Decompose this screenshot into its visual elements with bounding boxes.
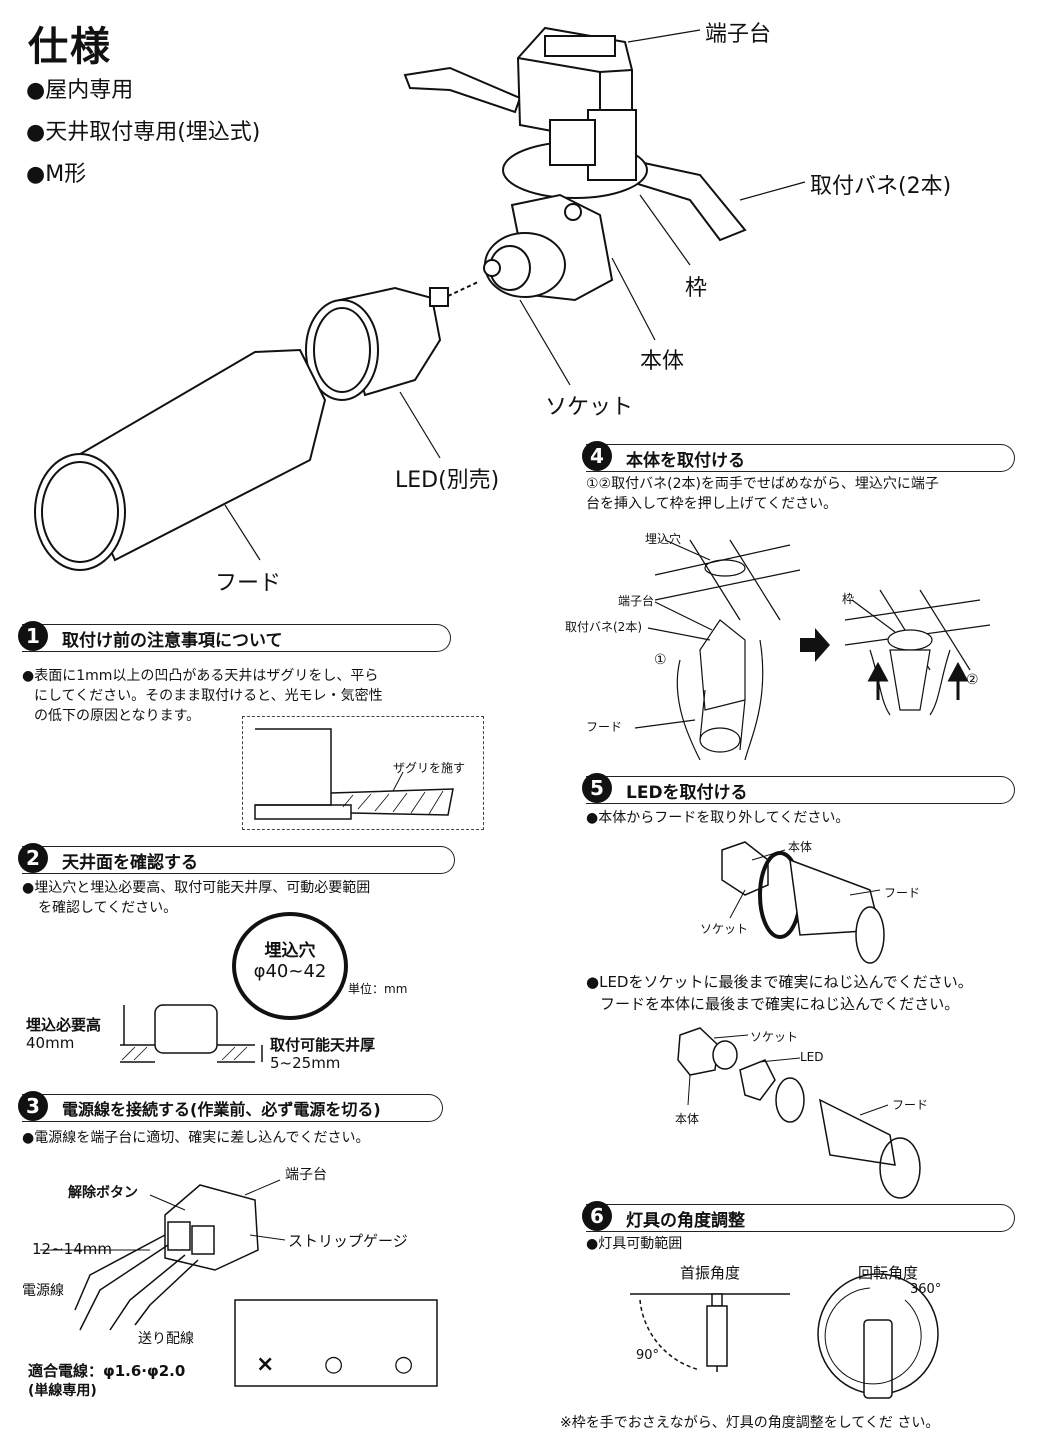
section-number: 5 bbox=[582, 773, 612, 803]
label-socket: ソケット bbox=[545, 395, 634, 420]
s5-text-2: ●LEDをソケットに最後まで確実にねじ込んでください。 bbox=[586, 973, 973, 991]
s5-socket-label-2: ソケット bbox=[750, 1030, 799, 1044]
section-3-header: 3 電源線を接続する(作業前、必ず電源を切る) bbox=[18, 1091, 443, 1122]
power-wire-label: 電源線 bbox=[22, 1283, 64, 1299]
label-led: LED(別売) bbox=[395, 468, 500, 493]
zaguri-label: ザグリを施す bbox=[393, 761, 466, 775]
section-number: 4 bbox=[582, 441, 612, 471]
thickness-value: 5~25mm bbox=[270, 1054, 341, 1072]
exploded-view-drawing bbox=[34, 26, 806, 571]
label-terminal: 端子台 bbox=[705, 22, 772, 47]
thickness-label: 取付可能天井厚 bbox=[270, 1036, 376, 1054]
s4-terminal-label: 端子台 bbox=[618, 594, 655, 608]
section-title: 本体を取付ける bbox=[626, 451, 745, 471]
label-body: 本体 bbox=[640, 349, 685, 374]
section-number: 3 bbox=[18, 1091, 48, 1121]
label-frame: 枠 bbox=[685, 276, 708, 301]
spec-item-type: ●M形 bbox=[26, 162, 87, 187]
s4-frame-label: 枠 bbox=[842, 592, 855, 606]
s6-text-1: ●灯具可動範囲 bbox=[586, 1236, 683, 1252]
section-title: 電源線を接続する(作業前、必ず電源を切る) bbox=[62, 1100, 381, 1119]
hole-size: φ40~42 bbox=[253, 961, 327, 982]
hole-label: 埋込穴 bbox=[264, 941, 316, 961]
s1-text-3: の低下の原因となります。 bbox=[34, 708, 201, 724]
s4-hood-label: フード bbox=[586, 720, 623, 734]
s5-hood-label-2: フード bbox=[892, 1098, 929, 1112]
s5-led-label: LED bbox=[800, 1050, 824, 1064]
feed-wire-label: 送り配線 bbox=[138, 1331, 194, 1347]
rotate-360-label: 360° bbox=[910, 1282, 942, 1297]
wire-spec: 適合電線：φ1.6·φ2.0 bbox=[28, 1362, 186, 1380]
terminal-label: 端子台 bbox=[285, 1167, 327, 1183]
tilt-angle-label: 首振角度 bbox=[680, 1264, 741, 1282]
s1-text-2: にしてください。そのまま取付けると、光モレ・気密性 bbox=[34, 688, 383, 704]
height-value: 40mm bbox=[26, 1034, 75, 1052]
mark-ok-1: ○ bbox=[324, 1352, 344, 1377]
wire-spec-note: (単線専用) bbox=[28, 1383, 97, 1399]
zaguri-figure-frame: ザグリを施す bbox=[242, 716, 484, 830]
zaguri-drawing bbox=[254, 728, 454, 820]
s5-text-3: フードを本体に最後まで確実にねじ込んでください。 bbox=[600, 995, 960, 1013]
s5-text-1: ●本体からフードを取り外してください。 bbox=[586, 810, 850, 826]
s1-text-1: ●表面に1mm以上の凹凸がある天井はザグリをし、平ら bbox=[22, 668, 379, 684]
section-number: 1 bbox=[18, 621, 48, 651]
s2-text-2: を確認してください。 bbox=[38, 900, 178, 916]
section-5-header: 5 LEDを取付ける bbox=[582, 773, 1015, 804]
hole-circle: 埋込穴 φ40~42 bbox=[232, 912, 348, 1020]
s4-text-2: 台を挿入して枠を押し上げてください。 bbox=[586, 496, 838, 512]
mark-wrong: × bbox=[256, 1352, 275, 1377]
spec-item-indoor: ●屋内専用 bbox=[26, 78, 134, 103]
mark-ok-2: ○ bbox=[394, 1352, 414, 1377]
rotation-angle-label: 回転角度 bbox=[858, 1264, 919, 1282]
section-title: LEDを取付ける bbox=[626, 783, 748, 803]
s5-socket-label: ソケット bbox=[700, 922, 749, 936]
label-hood: フード bbox=[215, 571, 282, 596]
s5-body-label-2: 本体 bbox=[675, 1112, 700, 1126]
section-title: 天井面を確認する bbox=[62, 853, 198, 873]
s4-hole-label: 埋込穴 bbox=[645, 532, 682, 546]
s3-text-1: ●電源線を端子台に適切、確実に差し込んでください。 bbox=[22, 1130, 370, 1146]
s4-spring-label: 取付バネ(2本) bbox=[565, 620, 642, 634]
s4-text-1: ①②取付バネ(2本)を両手でせばめながら、埋込穴に端子 bbox=[586, 476, 939, 492]
label-spring: 取付バネ(2本) bbox=[810, 174, 952, 199]
step-2-mark: ② bbox=[966, 672, 979, 688]
s5-hood-label: フード bbox=[884, 886, 921, 900]
section-title: 灯具の角度調整 bbox=[626, 1211, 745, 1231]
strip-gauge-label: ストリップゲージ bbox=[288, 1232, 408, 1250]
angle-note: ※枠を手でおさえながら、灯具の角度調整をしてくだ さい。 bbox=[560, 1415, 940, 1431]
section-title: 取付け前の注意事項について bbox=[62, 631, 283, 651]
section-6-header: 6 灯具の角度調整 bbox=[582, 1201, 1015, 1232]
section-number: 2 bbox=[18, 843, 48, 873]
tilt-90-label: 90° bbox=[636, 1348, 660, 1363]
s5-body-label: 本体 bbox=[788, 840, 813, 854]
s2-text-1: ●埋込穴と埋込必要高、取付可能天井厚、可動必要範囲 bbox=[22, 880, 371, 896]
unit-label: 単位：mm bbox=[348, 982, 408, 996]
height-label: 埋込必要高 bbox=[26, 1016, 102, 1034]
section-2-header: 2 天井面を確認する bbox=[18, 843, 455, 874]
section-number: 6 bbox=[582, 1201, 612, 1231]
section-4-header: 4 本体を取付ける bbox=[582, 441, 1015, 472]
section-1-header: 1 取付け前の注意事項について bbox=[18, 621, 451, 652]
release-button-label: 解除ボタン bbox=[68, 1185, 138, 1201]
step-1-mark: ① bbox=[654, 652, 667, 668]
strip-length: 12~14mm bbox=[32, 1240, 112, 1258]
spec-item-ceiling: ●天井取付専用(埋込式) bbox=[26, 120, 261, 145]
page-title: 仕様 bbox=[28, 24, 112, 70]
